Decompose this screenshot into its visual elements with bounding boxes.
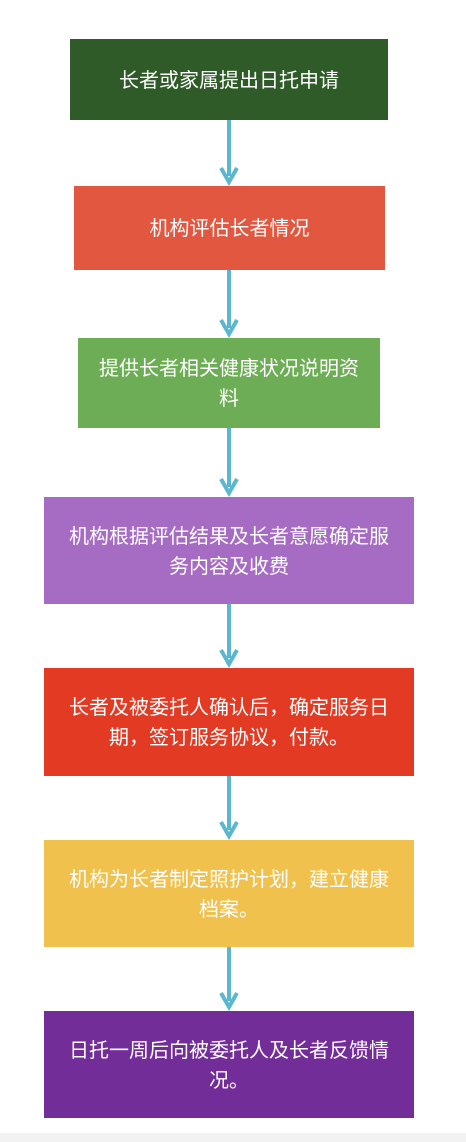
bottom-divider	[0, 1133, 466, 1142]
arrow-down-icon	[219, 120, 239, 186]
step-care-plan-health-record: 机构为长者制定照护计划，建立健康档案。	[44, 840, 414, 947]
step-provide-health-info: 提供长者相关健康状况说明资料	[78, 338, 380, 428]
step-determine-services-fees: 机构根据评估结果及长者意愿确定服务内容及收费	[44, 497, 414, 604]
step-confirm-sign-pay: 长者及被委托人确认后，确定服务日期，签订服务协议，付款。	[44, 668, 414, 776]
step-assess-elder: 机构评估长者情况	[74, 186, 385, 270]
step-feedback-after-week: 日托一周后向被委托人及长者反馈情况。	[44, 1011, 414, 1118]
arrow-down-icon	[219, 604, 239, 668]
step-submit-application: 长者或家属提出日托申请	[70, 39, 388, 120]
arrow-down-icon	[219, 947, 239, 1011]
arrow-down-icon	[219, 428, 239, 497]
arrow-down-icon	[219, 270, 239, 338]
arrow-down-icon	[219, 776, 239, 840]
